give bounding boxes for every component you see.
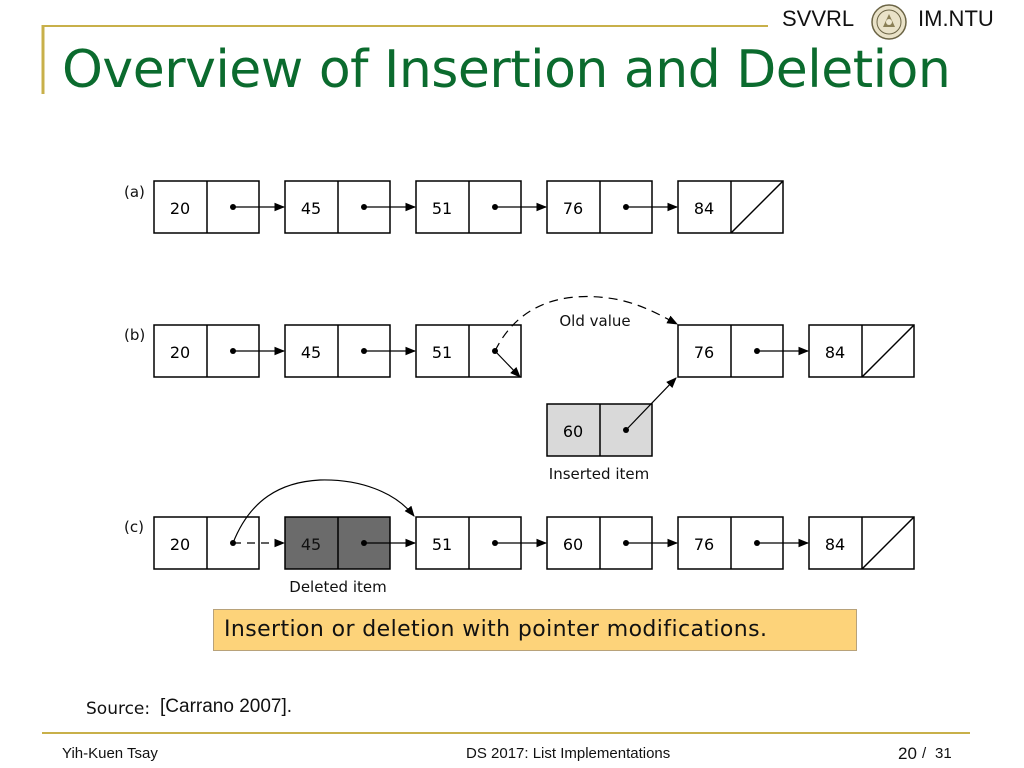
footer-page-number: 20 xyxy=(898,744,917,763)
node-value: 45 xyxy=(301,199,321,218)
source-label: Source: xyxy=(86,699,151,719)
node-value: 45 xyxy=(301,535,321,554)
header-org-right: IM.NTU xyxy=(918,6,994,31)
panel-c: 20 45 Deleted item 51 60 xyxy=(153,479,915,596)
node-b5: 84 xyxy=(808,324,915,378)
slide-title: Overview of Insertion and Deletion xyxy=(62,40,951,100)
footer-page-total: 31 xyxy=(935,745,952,762)
panel-b-label: (b) xyxy=(124,326,145,344)
panel-b: 20 45 51 Old value 76 xyxy=(153,295,915,483)
node-value: 84 xyxy=(825,535,845,554)
node-value: 20 xyxy=(170,343,190,362)
pointer-to-inserted xyxy=(494,350,521,378)
node-value: 60 xyxy=(563,535,583,554)
null-pointer xyxy=(861,516,915,570)
null-pointer xyxy=(861,324,915,378)
node-value: 60 xyxy=(563,422,583,441)
pointer-from-inserted xyxy=(625,377,677,431)
node-value: 84 xyxy=(825,343,845,362)
footer-page-separator: / xyxy=(922,745,927,762)
node-value: 51 xyxy=(432,535,452,554)
node-value: 76 xyxy=(694,343,714,362)
node-c1: 20 xyxy=(153,516,260,570)
node-c6: 84 xyxy=(808,516,915,570)
inserted-node: 60 xyxy=(546,403,653,457)
bypass-pointer xyxy=(232,479,415,544)
panel-c-label: (c) xyxy=(124,518,144,536)
node-value: 84 xyxy=(694,199,714,218)
footer-author: Yih-Kuen Tsay xyxy=(62,745,158,762)
node-value: 20 xyxy=(170,199,190,218)
node-value: 51 xyxy=(432,343,452,362)
null-pointer xyxy=(730,180,784,234)
node-value: 76 xyxy=(694,535,714,554)
inserted-item-label: Inserted item xyxy=(549,465,649,483)
old-value-label: Old value xyxy=(559,312,630,330)
panel-a-label: (a) xyxy=(124,183,145,201)
callout-box xyxy=(213,609,857,651)
callout-text: Insertion or deletion with pointer modif… xyxy=(224,617,768,642)
node-b3: 51 xyxy=(415,324,522,378)
node-value: 45 xyxy=(301,343,321,362)
footer-course: DS 2017: List Implementations xyxy=(466,745,671,762)
deleted-item-label: Deleted item xyxy=(289,578,386,596)
node-value: 76 xyxy=(563,199,583,218)
old-pointer-dashed xyxy=(494,295,678,352)
source-reference: [Carrano 2007]. xyxy=(160,696,293,717)
university-seal-icon xyxy=(871,4,907,40)
header-org-left: SVVRL xyxy=(782,6,855,31)
node-b1: 20 xyxy=(153,324,260,378)
node-value: 51 xyxy=(432,199,452,218)
node-value: 20 xyxy=(170,535,190,554)
panel-a: 20 45 51 76 84 xyxy=(153,180,784,234)
node-a5: 84 xyxy=(677,180,784,234)
